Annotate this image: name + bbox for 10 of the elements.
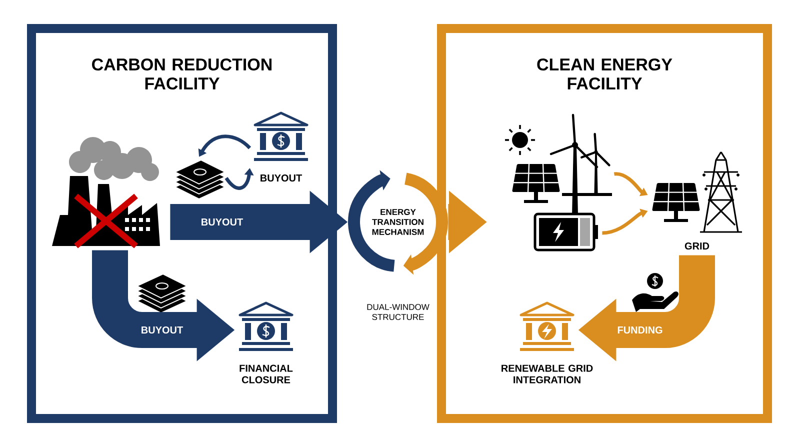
node-label: BUYOUT [260,174,302,182]
panel-title: CARBON REDUCTION FACILITY [92,58,272,90]
panel-title: CLEAN ENERGY FACILITY [537,58,672,90]
caption-text: DUAL-WINDOW STRUCTURE [367,304,430,320]
node-label: RENEWABLE GRID INTEGRATION [502,364,593,384]
battery-icon [534,212,598,252]
node-label: GRID [684,242,710,250]
node-label: FINANCIAL CLOSURE [240,364,293,384]
factory-drawing [52,137,160,249]
solar-wind-drawing [505,114,612,215]
